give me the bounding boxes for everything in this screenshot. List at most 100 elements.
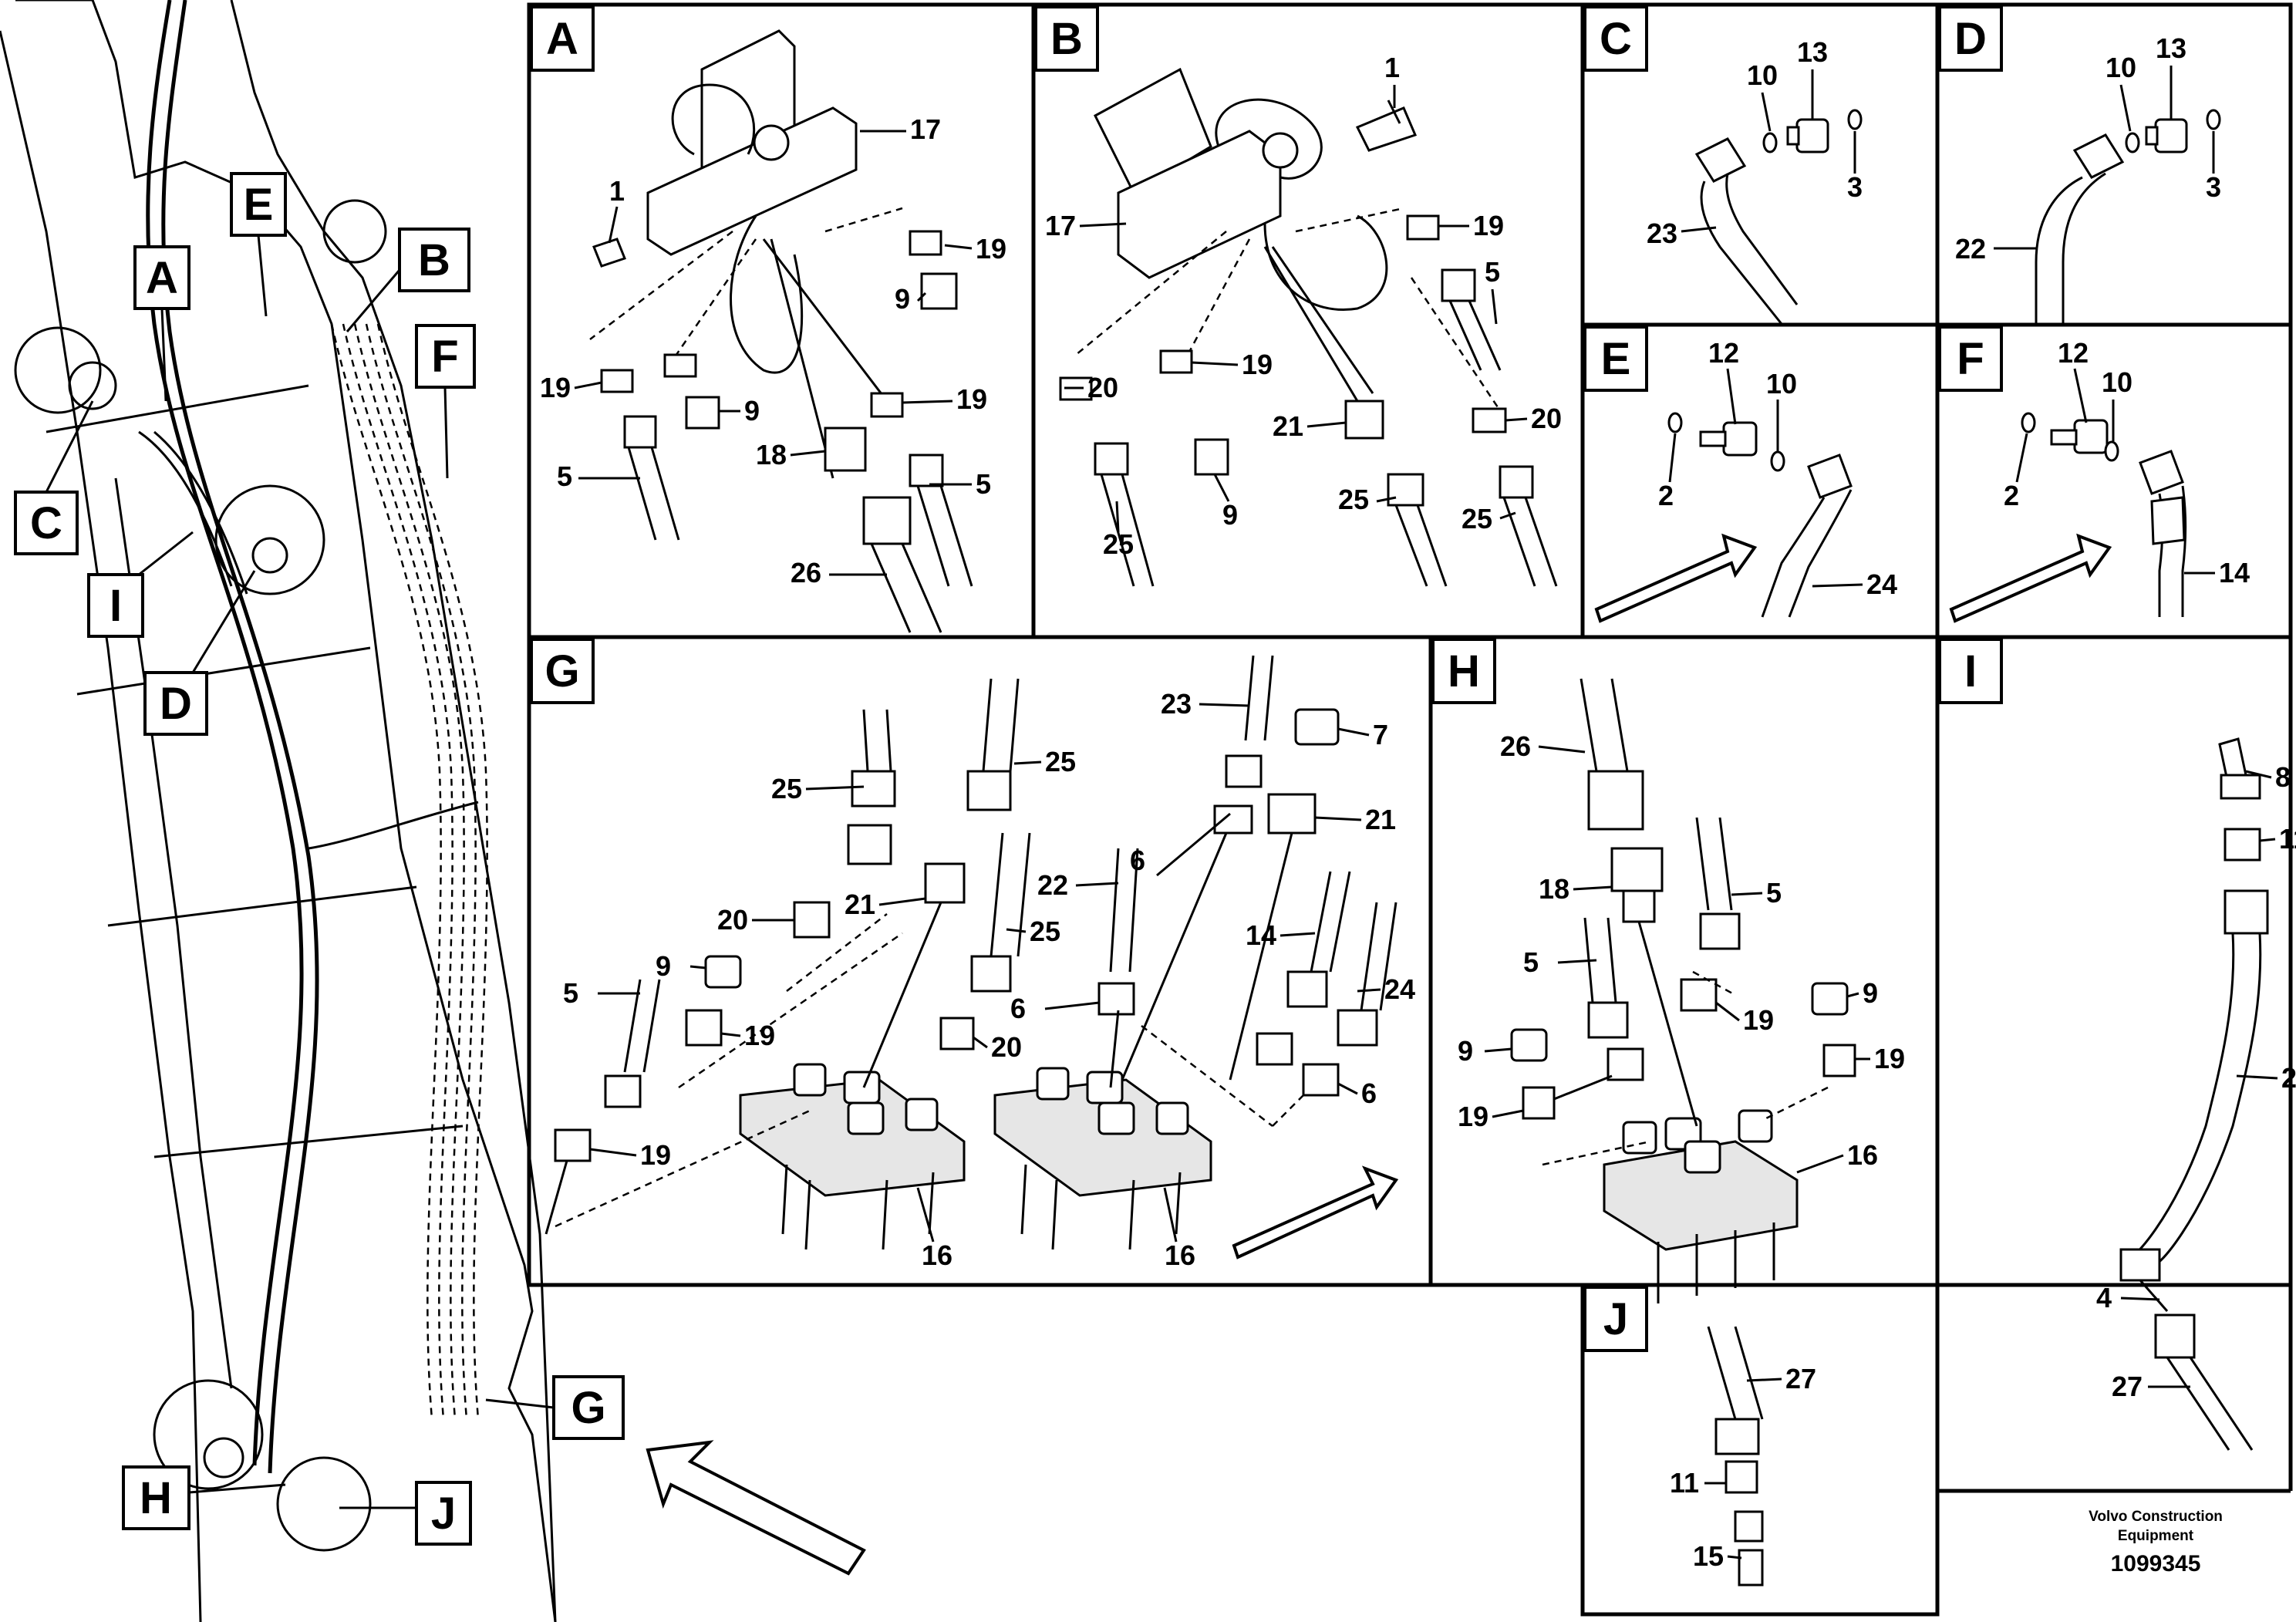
callout-C[interactable]: C bbox=[14, 400, 94, 555]
callout-J[interactable]: J bbox=[339, 1481, 472, 1546]
svg-text:27: 27 bbox=[2112, 1371, 2143, 1402]
panel-tab-H: H bbox=[1431, 638, 1496, 704]
svg-text:G: G bbox=[571, 1383, 605, 1433]
svg-text:9: 9 bbox=[744, 395, 760, 427]
svg-text:17: 17 bbox=[910, 113, 941, 145]
svg-text:E: E bbox=[1601, 334, 1631, 384]
callout-B[interactable]: B bbox=[346, 228, 470, 332]
svg-text:22: 22 bbox=[1955, 233, 1986, 265]
svg-text:19: 19 bbox=[540, 372, 571, 403]
svg-text:20: 20 bbox=[1531, 403, 1562, 434]
callout-H[interactable]: H bbox=[122, 1465, 286, 1530]
svg-text:I: I bbox=[1964, 646, 1977, 696]
svg-text:5: 5 bbox=[1485, 256, 1500, 288]
panel-I: 8 11 28 4 27 bbox=[2096, 737, 2296, 1451]
svg-text:19: 19 bbox=[1458, 1101, 1489, 1132]
svg-text:9: 9 bbox=[1222, 499, 1238, 531]
svg-text:27: 27 bbox=[1785, 1363, 1816, 1394]
callout-D[interactable]: D bbox=[143, 570, 256, 736]
svg-text:23: 23 bbox=[1647, 218, 1677, 249]
svg-text:11: 11 bbox=[2279, 823, 2296, 855]
direction-arrow-icon bbox=[646, 1440, 866, 1576]
svg-text:20: 20 bbox=[717, 904, 748, 936]
panel-D: 10 13 3 22 bbox=[1955, 32, 2221, 324]
svg-text:5: 5 bbox=[557, 460, 572, 492]
panel-letter-tabs: A B C D E F G H I J bbox=[530, 5, 2003, 1352]
svg-text:25: 25 bbox=[1045, 746, 1076, 777]
svg-text:5: 5 bbox=[563, 977, 578, 1009]
panel-tab-A: A bbox=[530, 5, 595, 72]
panel-H: 26 18 5 5 9 19 9 19 19 16 bbox=[1458, 678, 1905, 1303]
svg-text:J: J bbox=[431, 1489, 456, 1539]
svg-text:F: F bbox=[1957, 334, 1984, 384]
svg-text:10: 10 bbox=[2106, 52, 2136, 83]
svg-text:25: 25 bbox=[1462, 503, 1492, 534]
svg-text:21: 21 bbox=[1365, 804, 1396, 835]
svg-text:C: C bbox=[1600, 14, 1632, 64]
svg-text:22: 22 bbox=[1037, 869, 1068, 901]
svg-text:24: 24 bbox=[1866, 568, 1897, 600]
svg-text:6: 6 bbox=[1010, 993, 1026, 1024]
svg-text:E: E bbox=[244, 180, 274, 230]
company-name: Volvo Construction bbox=[2089, 1509, 2223, 1525]
svg-text:28: 28 bbox=[2281, 1062, 2296, 1094]
svg-text:16: 16 bbox=[1847, 1139, 1878, 1171]
svg-text:B: B bbox=[418, 235, 450, 285]
svg-text:9: 9 bbox=[895, 283, 910, 315]
svg-text:7: 7 bbox=[1373, 719, 1388, 750]
panel-F: 12 10 2 14 bbox=[1949, 337, 2250, 623]
svg-text:11: 11 bbox=[1670, 1467, 1699, 1499]
svg-text:25: 25 bbox=[1338, 484, 1369, 515]
callout-E[interactable]: E bbox=[230, 172, 287, 317]
panel-frames bbox=[527, 2, 2293, 1617]
svg-text:I: I bbox=[110, 581, 122, 631]
svg-text:10: 10 bbox=[1766, 368, 1797, 400]
svg-text:19: 19 bbox=[744, 1020, 775, 1051]
svg-text:17: 17 bbox=[1045, 210, 1076, 241]
footer: Volvo Construction Equipment 1099345 bbox=[2089, 1509, 2223, 1576]
svg-text:14: 14 bbox=[2219, 557, 2250, 588]
svg-text:12: 12 bbox=[1708, 337, 1739, 369]
svg-text:9: 9 bbox=[1863, 977, 1878, 1009]
svg-text:10: 10 bbox=[2102, 366, 2132, 398]
callout-F[interactable]: F bbox=[415, 324, 476, 479]
svg-text:23: 23 bbox=[1161, 688, 1192, 720]
svg-text:15: 15 bbox=[1693, 1540, 1724, 1572]
callout-I[interactable]: I bbox=[87, 531, 194, 638]
svg-text:3: 3 bbox=[2206, 171, 2221, 203]
svg-text:A: A bbox=[546, 14, 578, 64]
svg-text:25: 25 bbox=[771, 773, 802, 804]
svg-text:21: 21 bbox=[845, 889, 875, 920]
callout-A[interactable]: A bbox=[133, 245, 190, 402]
svg-text:F: F bbox=[431, 332, 458, 382]
panel-tab-F: F bbox=[1938, 325, 2003, 392]
svg-text:18: 18 bbox=[756, 439, 787, 470]
svg-text:19: 19 bbox=[1242, 349, 1273, 380]
svg-text:19: 19 bbox=[1473, 210, 1504, 241]
svg-text:18: 18 bbox=[1539, 873, 1569, 905]
svg-text:C: C bbox=[30, 498, 62, 548]
panel-tab-J: J bbox=[1583, 1286, 1648, 1352]
svg-text:9: 9 bbox=[1458, 1035, 1473, 1067]
drawing-number: 1099345 bbox=[2111, 1551, 2201, 1576]
svg-text:12: 12 bbox=[2058, 337, 2089, 369]
svg-text:3: 3 bbox=[1847, 171, 1863, 203]
svg-text:B: B bbox=[1050, 14, 1083, 64]
panel-tab-D: D bbox=[1938, 5, 2003, 72]
svg-text:6: 6 bbox=[1130, 845, 1145, 876]
panel-J: 27 11 15 bbox=[1670, 1326, 1816, 1587]
svg-text:1: 1 bbox=[1384, 52, 1400, 83]
svg-text:13: 13 bbox=[1797, 36, 1828, 68]
panel-C: 10 13 3 23 bbox=[1647, 36, 1863, 325]
direction-arrow-icon bbox=[1232, 1165, 1399, 1259]
svg-text:19: 19 bbox=[1874, 1043, 1905, 1074]
callout-G[interactable]: G bbox=[485, 1375, 625, 1440]
svg-text:14: 14 bbox=[1246, 919, 1276, 951]
panel-G: 23 7 25 25 21 6 20 21 22 5 9 19 25 20 14… bbox=[544, 655, 1415, 1271]
svg-text:5: 5 bbox=[1766, 877, 1782, 909]
svg-text:4: 4 bbox=[2096, 1282, 2112, 1313]
svg-text:1: 1 bbox=[609, 175, 625, 207]
svg-text:2: 2 bbox=[1658, 480, 1674, 511]
svg-text:5: 5 bbox=[1523, 946, 1539, 978]
